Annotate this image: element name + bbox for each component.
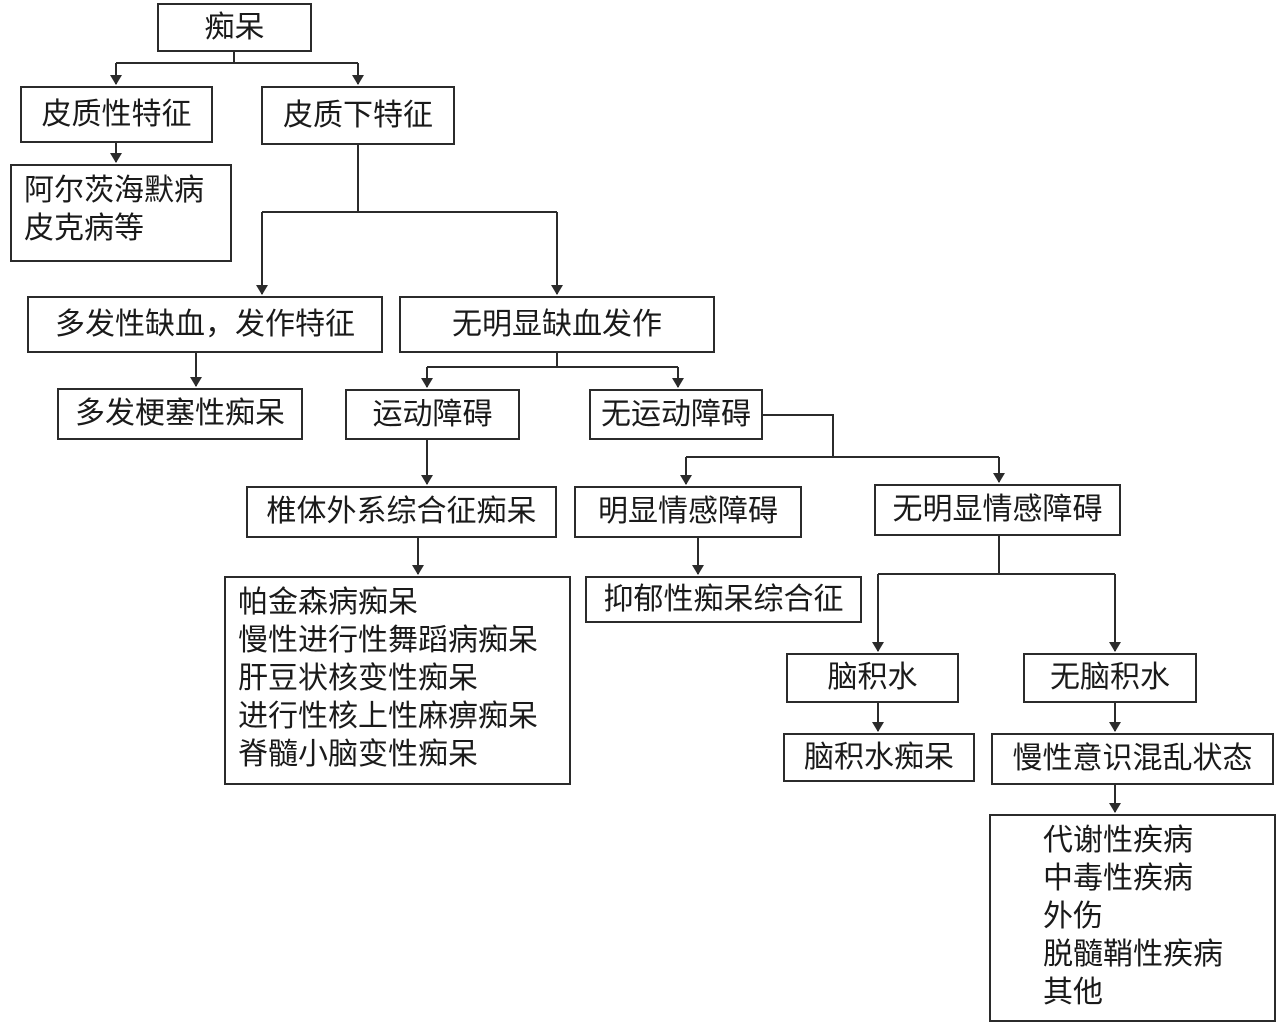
node-cortical-examples: 阿尔茨海默病 皮克病等 (10, 164, 232, 262)
node-dementia: 痴呆 (157, 3, 312, 52)
example-parkinsons-dementia: 帕金森病痴呆 (238, 585, 418, 620)
node-depressive-dementia-syndrome: 抑郁性痴呆综合征 (585, 576, 862, 623)
node-motor-disorder: 运动障碍 (345, 389, 520, 440)
example-toxic: 中毒性疾病 (1043, 861, 1193, 896)
example-trauma: 外伤 (1043, 899, 1103, 934)
node-subcortical-features: 皮质下特征 (261, 86, 455, 145)
node-no-hydrocephalus: 无脑积水 (1023, 653, 1197, 703)
example-hepatolenticular-dementia: 肝豆状核变性痴呆 (238, 661, 478, 696)
example-alzheimers: 阿尔茨海默病 (24, 173, 204, 208)
node-extrapyramidal-dementia: 椎体外系综合征痴呆 (246, 486, 557, 538)
example-metabolic: 代谢性疾病 (1043, 823, 1193, 858)
example-spinocerebellar-dementia: 脊髓小脑变性痴呆 (238, 737, 478, 772)
node-chronic-confusional-state: 慢性意识混乱状态 (991, 733, 1274, 785)
node-no-motor-disorder: 无运动障碍 (589, 389, 763, 440)
node-no-obvious-ischemic-episodes: 无明显缺血发作 (399, 296, 715, 353)
example-supranuclear-palsy-dementia: 进行性核上性麻痹痴呆 (238, 699, 538, 734)
example-picks: 皮克病等 (24, 211, 144, 246)
connector-no-motor-side (763, 414, 834, 457)
example-chronic-chorea-dementia: 慢性进行性舞蹈病痴呆 (238, 623, 538, 658)
example-other: 其他 (1043, 975, 1103, 1010)
node-multiple-ischemic-episodes: 多发性缺血，发作特征 (27, 296, 383, 353)
node-hydrocephalic-dementia: 脑积水痴呆 (783, 733, 975, 782)
node-no-affective-disorder: 无明显情感障碍 (874, 484, 1121, 536)
node-confusion-examples: 代谢性疾病 中毒性疾病 外伤 脱髓鞘性疾病 其他 (989, 814, 1276, 1022)
node-cortical-features: 皮质性特征 (20, 86, 213, 143)
node-multi-infarct-dementia: 多发梗塞性痴呆 (57, 388, 303, 440)
example-demyelinating: 脱髓鞘性疾病 (1043, 937, 1223, 972)
node-affective-disorder: 明显情感障碍 (574, 486, 802, 538)
node-extrapyramidal-examples: 帕金森病痴呆 慢性进行性舞蹈病痴呆 肝豆状核变性痴呆 进行性核上性麻痹痴呆 脊髓… (224, 576, 571, 785)
node-hydrocephalus: 脑积水 (786, 653, 959, 703)
